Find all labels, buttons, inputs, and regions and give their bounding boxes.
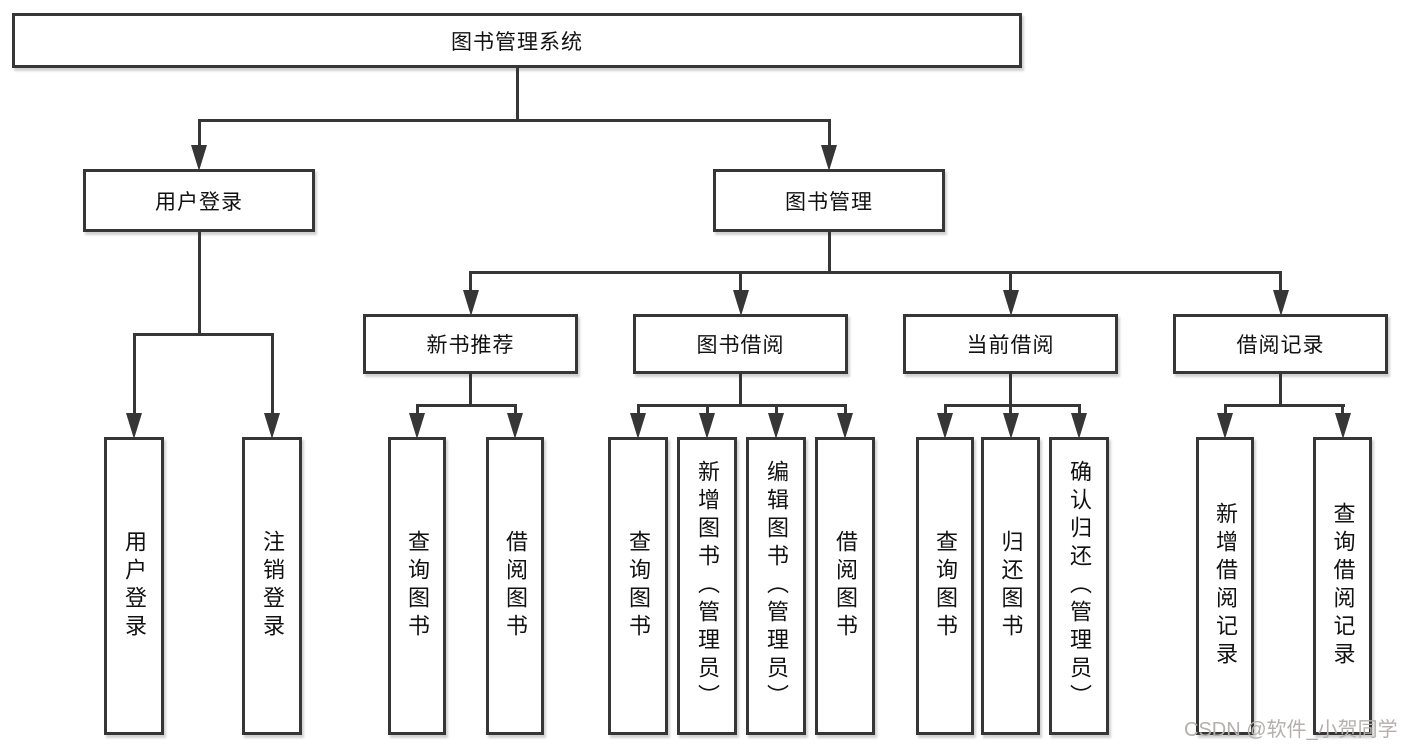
connector-user-login-rail	[132, 333, 274, 336]
arrowhead-down-icon	[821, 145, 837, 171]
arrowhead-down-icon	[768, 413, 784, 439]
leaf-label: 新增借阅记录	[1213, 502, 1238, 670]
connector-drop-leaf	[943, 404, 947, 417]
connector-drop-leaf	[843, 404, 847, 417]
connector-drop-leaf	[513, 404, 517, 417]
arrowhead-down-icon	[1272, 290, 1289, 316]
arrowhead-down-icon	[507, 413, 523, 439]
connector-drop-book-borrowing	[739, 271, 742, 295]
leaf-label: 查询图书	[626, 530, 651, 642]
connector-drop-leaf	[774, 404, 778, 417]
leaf-return-books: 归还图书	[981, 437, 1040, 735]
arrowhead-down-icon	[126, 413, 142, 439]
node-current-borrowing: 当前借阅	[903, 314, 1118, 374]
connector-drop-leaf	[636, 404, 640, 417]
node-book-management: 图书管理	[713, 169, 945, 232]
arrowhead-down-icon	[732, 290, 749, 316]
node-label: 图书管理	[785, 190, 873, 214]
arrowhead-down-icon	[409, 413, 425, 439]
connector-level2-rail	[469, 271, 1282, 274]
node-book-borrowing: 图书借阅	[633, 314, 848, 374]
node-library-management-system: 图书管理系统	[12, 13, 1022, 68]
connector-drop-leaf	[1009, 404, 1012, 417]
arrowhead-down-icon	[837, 413, 853, 439]
connector-drop-new-book	[469, 271, 472, 295]
leaf-query-books-recommend: 查询图书	[388, 437, 446, 735]
connector-drop-leaf	[415, 404, 419, 417]
leaf-borrow-books-recommend: 借阅图书	[486, 437, 544, 735]
connector-drop-user-login	[197, 119, 201, 152]
connector-drop-leaf	[270, 333, 274, 417]
connector-borrowing-records-rail	[1223, 404, 1345, 407]
leaf-label: 编辑图书（管理员）	[764, 460, 789, 712]
leaf-label: 归还图书	[998, 530, 1024, 642]
leaf-label: 借阅图书	[503, 530, 528, 642]
connector-book-borrowing-stem	[739, 372, 742, 407]
leaf-label: 确认归还（管理员）	[1067, 460, 1092, 712]
leaf-label: 注销登录	[260, 530, 285, 642]
connector-new-book-rail	[415, 404, 517, 407]
connector-drop-book-management	[827, 119, 831, 152]
leaf-label: 查询图书	[933, 530, 958, 642]
connector-root-stem	[515, 66, 519, 122]
connector-current-borrowing-rail	[943, 404, 1081, 407]
connector-book-management-stem	[827, 230, 831, 274]
leaf-logout: 注销登录	[242, 437, 302, 735]
connector-borrowing-records-stem	[1279, 372, 1282, 407]
node-label: 新书推荐	[426, 334, 515, 357]
leaf-label: 借阅图书	[833, 530, 858, 642]
arrowhead-down-icon	[1217, 413, 1233, 439]
node-borrowing-records: 借阅记录	[1173, 314, 1388, 374]
connector-level1-rail	[197, 119, 831, 122]
arrowhead-down-icon	[630, 413, 646, 439]
arrowhead-down-icon	[264, 413, 280, 439]
leaf-add-books-admin: 新增图书（管理员）	[677, 437, 737, 735]
connector-drop-leaf	[1077, 404, 1081, 417]
arrowhead-down-icon	[462, 290, 479, 316]
connector-drop-current-borrowing	[1009, 271, 1012, 295]
watermark: CSDN @软件_小贺同学	[1184, 719, 1398, 741]
connector-drop-leaf	[1341, 404, 1344, 417]
leaf-label: 新增图书（管理员）	[695, 460, 720, 712]
arrowhead-down-icon	[1334, 413, 1351, 439]
node-label: 图书借阅	[696, 334, 785, 357]
leaf-label: 查询借阅记录	[1330, 502, 1356, 670]
arrowhead-down-icon	[1002, 413, 1019, 439]
connector-new-book-stem	[469, 372, 472, 407]
arrowhead-down-icon	[699, 413, 715, 439]
arrowhead-down-icon	[1002, 290, 1019, 316]
node-label: 用户登录	[155, 190, 243, 214]
connector-drop-leaf	[705, 404, 709, 417]
node-user-login: 用户登录	[83, 169, 315, 232]
leaf-add-borrow-record: 新增借阅记录	[1196, 437, 1254, 735]
connector-book-borrowing-rail	[636, 404, 847, 407]
connector-drop-leaf	[1223, 404, 1227, 417]
leaf-query-borrow-record: 查询借阅记录	[1313, 437, 1372, 735]
connector-user-login-stem	[197, 230, 201, 336]
node-label: 借阅记录	[1236, 334, 1325, 357]
leaf-label: 用户登录	[122, 530, 147, 642]
leaf-borrow-books-borrowing: 借阅图书	[815, 437, 875, 735]
leaf-query-books-borrowing: 查询图书	[608, 437, 668, 735]
arrowhead-down-icon	[937, 413, 953, 439]
connector-drop-leaf	[132, 333, 136, 417]
leaf-user-login: 用户登录	[104, 437, 164, 735]
leaf-label: 查询图书	[405, 530, 430, 642]
connector-drop-borrowing-records	[1279, 271, 1282, 295]
leaf-query-books-current: 查询图书	[916, 437, 974, 735]
node-label: 图书管理系统	[451, 30, 583, 54]
leaf-edit-books-admin: 编辑图书（管理员）	[746, 437, 806, 735]
node-new-book-recommendation: 新书推荐	[363, 314, 578, 374]
connector-current-borrowing-stem	[1009, 372, 1012, 407]
arrowhead-down-icon	[191, 145, 207, 171]
leaf-confirm-return-admin: 确认归还（管理员）	[1049, 437, 1109, 735]
node-label: 当前借阅	[966, 334, 1055, 357]
arrowhead-down-icon	[1071, 413, 1087, 439]
